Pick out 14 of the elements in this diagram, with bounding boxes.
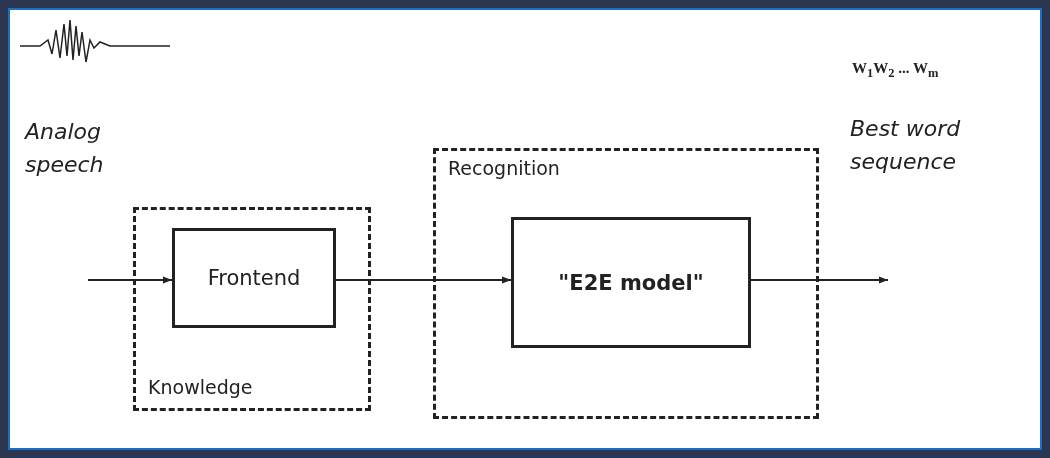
process-box: [172, 228, 336, 328]
annotation-text: Analog speech: [25, 118, 105, 179]
symbol-sequence: W$_{1}$W$_{2}$ ... W$_{m}$: [852, 60, 940, 81]
arrow: [87, 276, 173, 284]
dashed-group-box: [133, 207, 371, 411]
arrow: [750, 276, 889, 284]
arrow: [335, 276, 512, 284]
box-label: Frontend: [207, 266, 301, 290]
process-box: [511, 217, 751, 348]
group-title: Knowledge: [148, 376, 253, 398]
annotation-text: Best word sequence: [850, 115, 962, 176]
group-title: Recognition: [448, 157, 560, 179]
dashed-group-box: [433, 148, 819, 419]
box-label: "E2E model": [558, 270, 704, 295]
